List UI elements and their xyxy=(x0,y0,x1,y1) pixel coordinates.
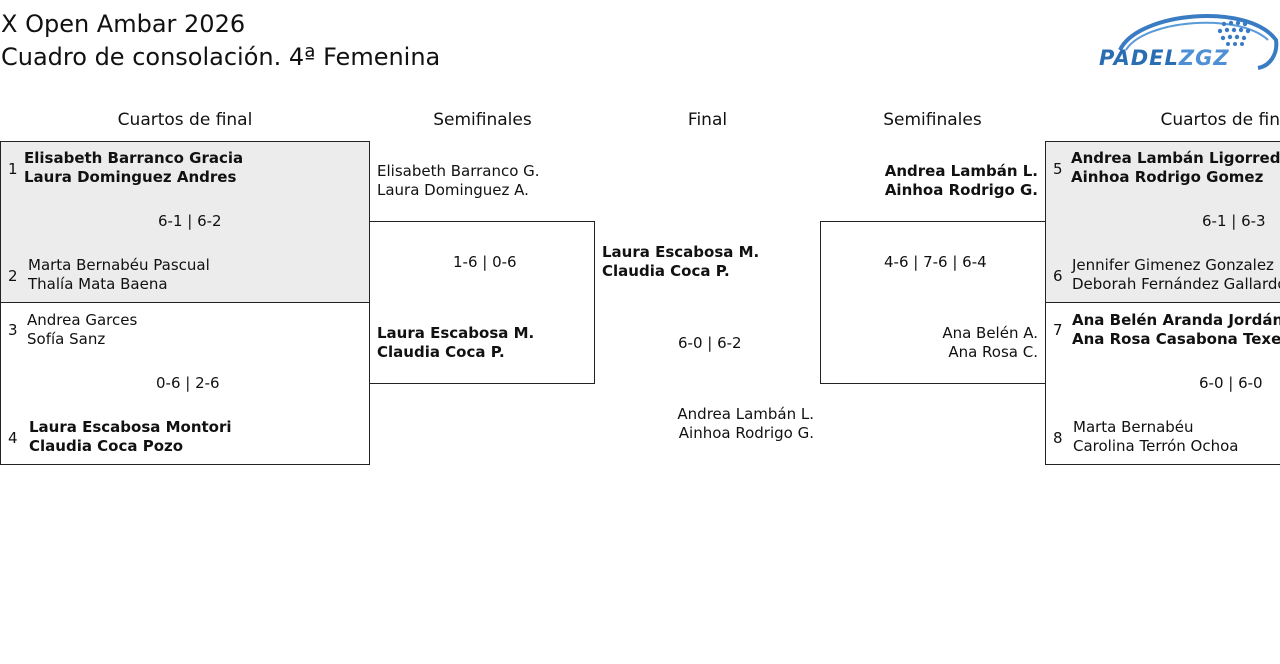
padel-ball-icon xyxy=(1118,14,1279,70)
team-entry: Elisabeth Barranco Gracia Laura Domingue… xyxy=(24,149,243,187)
round-header-sf-left: Semifinales xyxy=(433,110,532,130)
seed-number: 8 xyxy=(1053,429,1063,447)
player-name: Ana Rosa Casabona Texeira xyxy=(1072,330,1280,348)
team-entry: Marta Bernabéu Carolina Terrón Ochoa xyxy=(1073,418,1238,456)
player-name: Marta Bernabéu xyxy=(1073,418,1194,436)
padelzgz-logo: PADELZGZ xyxy=(1098,10,1280,74)
round-header-qf-left: Cuartos de final xyxy=(117,110,253,130)
match-score: 4-6 | 7-6 | 6-4 xyxy=(884,253,987,271)
final-score: 6-0 | 6-2 xyxy=(678,334,742,352)
seed-number: 7 xyxy=(1053,321,1063,339)
team-entry: Laura Escabosa Montori Claudia Coca Pozo xyxy=(29,418,232,456)
seed-number: 5 xyxy=(1053,160,1063,178)
team-entry: Laura Escabosa M. Claudia Coca P. xyxy=(377,324,534,362)
match-score: 6-0 | 6-0 xyxy=(1199,374,1263,392)
match-qf-3: 5 Andrea Lambán Ligorred Ainhoa Rodrigo … xyxy=(1045,141,1280,303)
player-name: Laura Escabosa M. xyxy=(377,324,535,342)
seed-number: 4 xyxy=(8,429,18,447)
player-name: Andrea Lambán L. xyxy=(884,162,1038,180)
player-name: Claudia Coca P. xyxy=(377,343,505,361)
player-name: Laura Escabosa Montori xyxy=(29,418,232,436)
player-name: Carolina Terrón Ochoa xyxy=(1073,437,1239,455)
seed-number: 1 xyxy=(8,160,18,178)
player-name: Jennifer Gimenez Gonzalez xyxy=(1072,256,1274,274)
team-entry-sf-left-a: Elisabeth Barranco G. Laura Dominguez A. xyxy=(377,162,540,200)
team-entry: Ana Belén A. Ana Rosa C. xyxy=(942,324,1038,362)
match-score: 0-6 | 2-6 xyxy=(156,374,220,392)
player-name: Claudia Coca P. xyxy=(602,262,730,280)
seed-number: 6 xyxy=(1053,267,1063,285)
match-qf-1: 1 Elisabeth Barranco Gracia Laura Doming… xyxy=(0,141,370,303)
player-name: Ana Belén Aranda Jordán xyxy=(1072,311,1280,329)
player-name: Elisabeth Barranco Gracia xyxy=(24,149,244,167)
match-score: 1-6 | 0-6 xyxy=(453,253,517,271)
player-name: Andrea Garces xyxy=(27,311,138,329)
round-header-sf-right: Semifinales xyxy=(883,110,982,130)
team-entry-sf-right-a: Andrea Lambán L. Ainhoa Rodrigo G. xyxy=(885,162,1038,200)
match-qf-4: 7 Ana Belén Aranda Jordán Ana Rosa Casab… xyxy=(1045,302,1280,465)
match-score: 6-1 | 6-3 xyxy=(1202,212,1266,230)
player-name: Ainhoa Rodrigo G. xyxy=(884,181,1038,199)
player-name: Deborah Fernández Gallardo xyxy=(1072,275,1280,293)
match-score: 6-1 | 6-2 xyxy=(158,212,222,230)
seed-number: 2 xyxy=(8,267,18,285)
player-name: Ana Rosa C. xyxy=(948,343,1038,361)
player-name: Ainhoa Rodrigo Gomez xyxy=(1071,168,1264,186)
match-sf-left: 1-6 | 0-6 Laura Escabosa M. Claudia Coca… xyxy=(369,221,595,384)
player-name: Ana Belén A. xyxy=(942,324,1038,342)
team-entry: Ana Belén Aranda Jordán Ana Rosa Casabon… xyxy=(1072,311,1280,349)
match-sf-right: 4-6 | 7-6 | 6-4 Ana Belén A. Ana Rosa C. xyxy=(820,221,1046,384)
seed-number: 3 xyxy=(8,321,18,339)
team-entry-final-a: Laura Escabosa M. Claudia Coca P. xyxy=(602,243,759,281)
player-name: Elisabeth Barranco G. xyxy=(377,162,540,180)
player-name: Laura Dominguez A. xyxy=(377,181,529,199)
player-name: Thalía Mata Baena xyxy=(28,275,168,293)
team-entry: Andrea Lambán Ligorred Ainhoa Rodrigo Go… xyxy=(1071,149,1280,187)
team-entry: Andrea Garces Sofía Sanz xyxy=(27,311,137,349)
team-entry: Jennifer Gimenez Gonzalez Deborah Fernán… xyxy=(1072,256,1280,294)
draw-subtitle: Cuadro de consolación. 4ª Femenina xyxy=(1,43,441,71)
player-name: Ainhoa Rodrigo G. xyxy=(678,424,814,442)
player-name: Andrea Lambán L. xyxy=(677,405,814,423)
match-qf-2: 3 Andrea Garces Sofía Sanz 0-6 | 2-6 4 L… xyxy=(0,302,370,465)
team-entry-final-b: Andrea Lambán L. Ainhoa Rodrigo G. xyxy=(677,405,814,443)
round-header-qf-right: Cuartos de fin xyxy=(1160,110,1280,130)
logo-wordmark: PADELZGZ xyxy=(1099,46,1230,70)
player-name: Laura Escabosa M. xyxy=(602,243,760,261)
team-entry: Marta Bernabéu Pascual Thalía Mata Baena xyxy=(28,256,210,294)
tournament-title: X Open Ambar 2026 xyxy=(1,10,246,38)
player-name: Laura Dominguez Andres xyxy=(24,168,237,186)
player-name: Claudia Coca Pozo xyxy=(29,437,184,455)
player-name: Sofía Sanz xyxy=(27,330,106,348)
round-header-final: Final xyxy=(687,110,728,130)
player-name: Marta Bernabéu Pascual xyxy=(28,256,210,274)
player-name: Andrea Lambán Ligorred xyxy=(1071,149,1280,167)
